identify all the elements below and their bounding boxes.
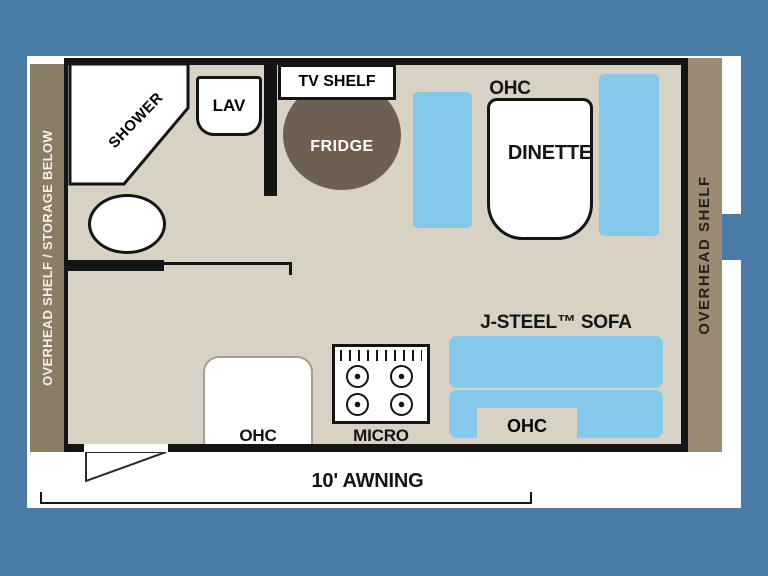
sofa-ohc-cabinet: OHC: [477, 408, 577, 444]
top-wall: [66, 58, 688, 65]
sofa-label: J-STEEL™ SOFA: [480, 312, 632, 333]
right-wall: [681, 58, 688, 452]
dinette-bench-left: [413, 92, 472, 228]
right-overhead-shelf-label: OVERHEAD SHELF: [696, 175, 713, 335]
micro-label: MICRO: [353, 426, 409, 445]
toilet: [88, 194, 166, 254]
stove-burner: [346, 365, 369, 388]
tv-shelf: TV SHELF: [278, 64, 396, 100]
kitchen-counter: [203, 356, 313, 444]
right-edge-notch: [722, 214, 741, 260]
bottom-wall: [66, 444, 688, 452]
tv-shelf-label: TV SHELF: [298, 73, 376, 90]
stove-vent: [340, 350, 422, 361]
right-overhead-shelf: OVERHEAD SHELF: [688, 58, 722, 452]
bathroom-wall-horizontal: [66, 260, 164, 271]
bathroom-door-line: [164, 262, 292, 265]
sofa-back-cushion: [449, 336, 663, 388]
stove-burner: [390, 393, 413, 416]
left-overhead-shelf: OVERHEAD SHELF / STORAGE BELOW: [30, 64, 66, 452]
entry-door-opening: [84, 444, 168, 452]
fridge-label: FRIDGE: [310, 138, 374, 155]
stove: [332, 344, 430, 424]
lav-label: LAV: [212, 96, 246, 115]
awning-tick-right: [530, 492, 532, 504]
stove-burner: [346, 393, 369, 416]
sofa-ohc-label: OHC: [507, 416, 547, 436]
kitchen-ohc-label: OHC: [239, 426, 277, 445]
dinette-table: [487, 98, 593, 240]
dinette-label: DINETTE: [507, 142, 593, 164]
left-overhead-shelf-label: OVERHEAD SHELF / STORAGE BELOW: [40, 130, 55, 386]
bathroom-wall-vertical: [264, 58, 277, 196]
awning-label: 10' AWNING: [311, 470, 424, 492]
dinette-bench-right: [599, 74, 659, 236]
awning-line: [40, 502, 532, 504]
bathroom-door-tick: [289, 262, 292, 275]
dinette-ohc-label: OHC: [489, 78, 531, 99]
awning-tick-left: [40, 492, 42, 504]
lav-sink: LAV: [196, 76, 262, 136]
left-wall: [64, 58, 68, 452]
stove-burner: [390, 365, 413, 388]
